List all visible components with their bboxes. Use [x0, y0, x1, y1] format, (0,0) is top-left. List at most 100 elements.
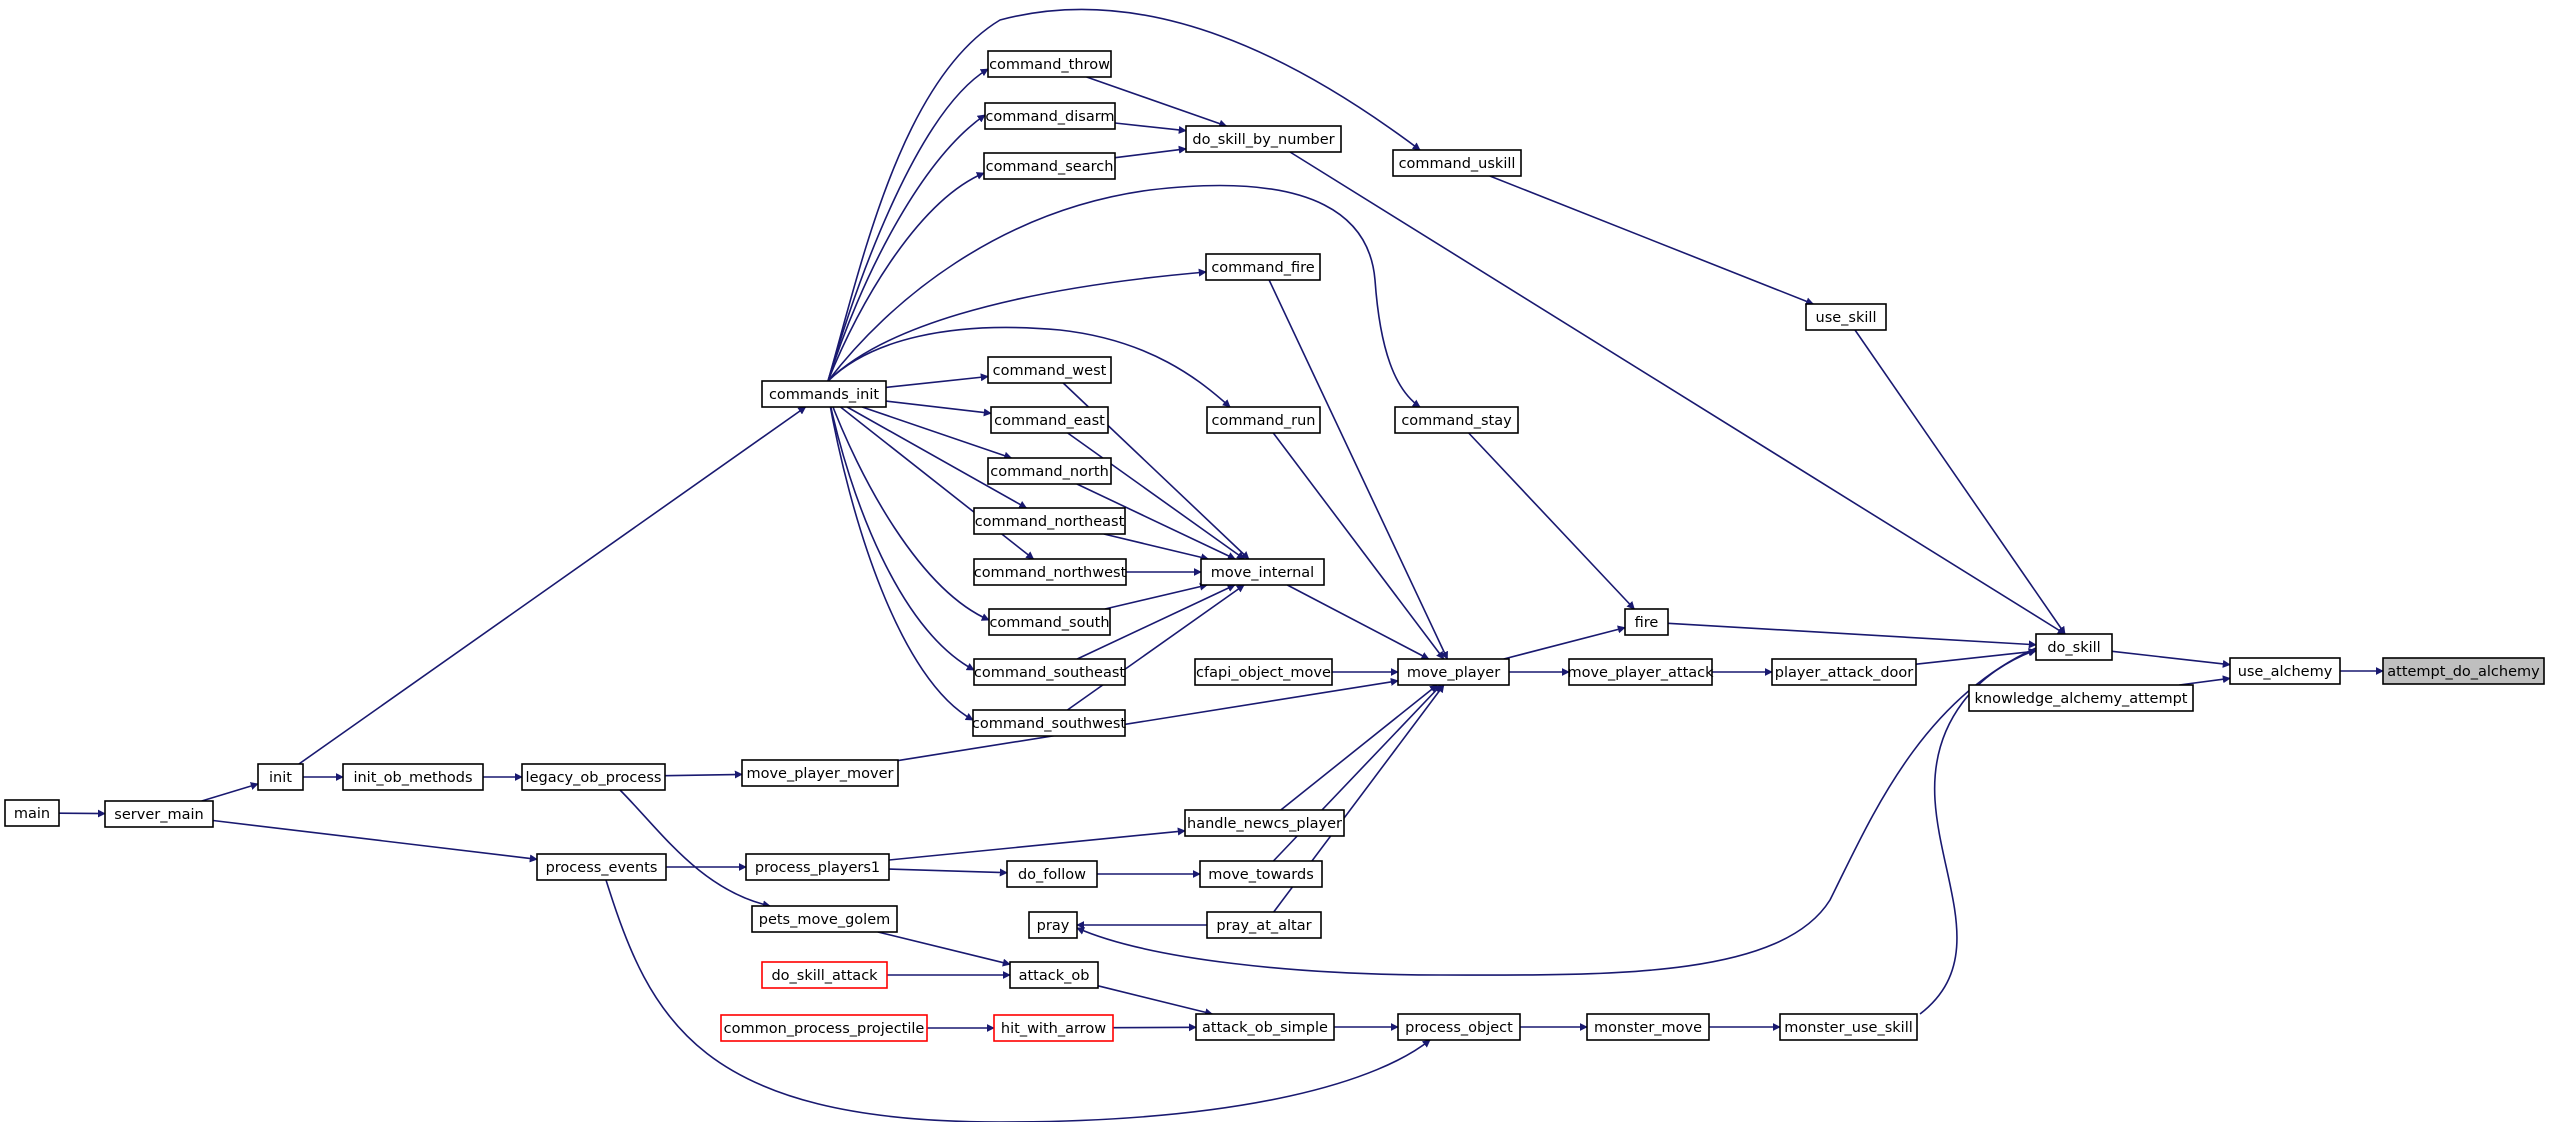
node-process_object[interactable]: process_object [1397, 1013, 1521, 1041]
node-command_uskill[interactable]: command_uskill [1392, 149, 1522, 177]
node-common_process_projectile[interactable]: common_process_projectile [720, 1014, 928, 1042]
node-label: command_northwest [974, 565, 1127, 581]
edge-move_player-to-fire [1503, 625, 1626, 660]
node-use_skill[interactable]: use_skill [1805, 303, 1887, 331]
node-command_stay[interactable]: command_stay [1394, 406, 1519, 434]
node-box [257, 763, 304, 791]
node-command_run[interactable]: command_run [1206, 406, 1321, 434]
edge-commands_init-to-command_stay [827, 184, 1421, 408]
node-move_player_attack[interactable]: move_player_attack [1567, 658, 1714, 686]
node-knowledge_alchemy_attempt[interactable]: knowledge_alchemy_attempt [1968, 684, 2194, 712]
node-move_internal[interactable]: move_internal [1200, 558, 1325, 586]
node-fire[interactable]: fire [1624, 608, 1669, 636]
edge-init-to-commands_init [298, 406, 807, 765]
node-command_throw[interactable]: command_throw [987, 50, 1112, 78]
node-command_east[interactable]: command_east [990, 406, 1109, 434]
node-command_southwest[interactable]: command_southwest [972, 709, 1126, 737]
edge-legacy_ob_process-to-move_player_mover [664, 770, 743, 779]
node-label: process_events [546, 860, 658, 876]
node-label: move_player_attack [1567, 665, 1714, 681]
node-attempt_do_alchemy[interactable]: attempt_do_alchemy [2382, 657, 2545, 685]
node-command_fire[interactable]: command_fire [1205, 253, 1321, 281]
node-attack_ob_simple[interactable]: attack_ob_simple [1195, 1013, 1335, 1041]
node-label: command_northeast [975, 514, 1125, 530]
node-box [741, 759, 899, 787]
edge-player_attack_door-to-do_skill [1915, 647, 2037, 665]
edge-command_search-to-do_skill_by_number [1114, 145, 1187, 159]
edge-move_player_mover-to-move_player [897, 677, 1399, 762]
node-process_events[interactable]: process_events [536, 853, 667, 881]
edge-knowledge_alchemy_attempt-to-use_alchemy [2179, 675, 2231, 686]
edge-server_main-to-init [201, 782, 259, 802]
node-box [1028, 911, 1078, 939]
node-label: command_run [1212, 413, 1316, 429]
node-box [1195, 1013, 1335, 1041]
edge-commands_init-to-command_run [827, 326, 1231, 408]
node-box [973, 658, 1126, 686]
node-init[interactable]: init [257, 763, 304, 791]
node-label: player_attack_door [1775, 665, 1914, 681]
node-move_player_mover[interactable]: move_player_mover [741, 759, 899, 787]
node-pets_move_golem[interactable]: pets_move_golem [751, 905, 898, 933]
edge-command_throw-to-do_skill_by_number [1086, 76, 1228, 128]
node-label: hit_with_arrow [1001, 1021, 1106, 1037]
node-handle_newcs_player[interactable]: handle_newcs_player [1184, 809, 1345, 837]
edge-use_skill-to-do_skill [1854, 329, 2066, 635]
edge-fire-to-do_skill [1667, 622, 2037, 649]
node-label: pets_move_golem [759, 912, 891, 928]
node-pray_at_altar[interactable]: pray_at_altar [1206, 911, 1322, 939]
node-label: command_search [986, 159, 1114, 175]
node-attack_ob[interactable]: attack_ob [1009, 961, 1099, 989]
node-init_ob_methods[interactable]: init_ob_methods [342, 763, 484, 791]
node-server_main[interactable]: server_main [104, 800, 214, 828]
node-command_disarm[interactable]: command_disarm [984, 102, 1116, 130]
node-command_southeast[interactable]: command_southeast [973, 658, 1126, 686]
node-command_northeast[interactable]: command_northeast [973, 507, 1126, 535]
node-command_north[interactable]: command_north [987, 457, 1112, 485]
node-main[interactable]: main [4, 799, 60, 827]
node-box [761, 961, 888, 989]
node-legacy_ob_process[interactable]: legacy_ob_process [521, 763, 666, 791]
node-command_northwest[interactable]: command_northwest [973, 558, 1127, 586]
node-commands_init[interactable]: commands_init [761, 380, 887, 408]
edge-do_skill_by_number-to-do_skill [1289, 151, 2066, 635]
node-process_players1[interactable]: process_players1 [745, 853, 890, 881]
edges-layer [58, 8, 2384, 1122]
node-player_attack_door[interactable]: player_attack_door [1771, 658, 1917, 686]
node-do_skill_by_number[interactable]: do_skill_by_number [1185, 125, 1342, 153]
node-do_skill[interactable]: do_skill [2035, 633, 2113, 661]
node-box [987, 356, 1112, 384]
node-box [761, 380, 887, 408]
node-command_south[interactable]: command_south [988, 608, 1111, 636]
node-label: main [14, 806, 50, 822]
node-pray[interactable]: pray [1028, 911, 1078, 939]
edge-commands_init-to-command_northeast [846, 406, 1028, 509]
node-box [1624, 608, 1669, 636]
node-label: monster_move [1594, 1020, 1702, 1036]
node-command_search[interactable]: command_search [983, 152, 1116, 180]
node-label: attack_ob_simple [1202, 1020, 1328, 1036]
node-label: pray [1037, 918, 1070, 934]
node-use_alchemy[interactable]: use_alchemy [2229, 657, 2341, 685]
node-do_skill_attack[interactable]: do_skill_attack [761, 961, 888, 989]
edge-command_stay-to-fire [1468, 432, 1635, 610]
edge-commands_init-to-command_west [885, 373, 989, 389]
edge-command_disarm-to-do_skill_by_number [1114, 122, 1187, 134]
node-hit_with_arrow[interactable]: hit_with_arrow [993, 1014, 1114, 1042]
node-box [1199, 860, 1323, 888]
node-box [987, 457, 1112, 485]
node-do_follow[interactable]: do_follow [1006, 860, 1098, 888]
node-command_west[interactable]: command_west [987, 356, 1112, 384]
edge-command_run-to-move_player [1272, 432, 1445, 660]
node-label: command_southwest [972, 716, 1126, 732]
node-label: command_east [994, 413, 1105, 429]
node-move_towards[interactable]: move_towards [1199, 860, 1323, 888]
node-cfapi_object_move[interactable]: cfapi_object_move [1194, 658, 1333, 686]
edge-command_southeast-to-move_internal [1076, 584, 1236, 660]
node-label: command_disarm [985, 109, 1114, 125]
node-label: do_skill [2047, 640, 2100, 656]
node-move_player[interactable]: move_player [1397, 658, 1510, 686]
node-monster_use_skill[interactable]: monster_use_skill [1779, 1013, 1918, 1041]
node-label: legacy_ob_process [526, 770, 662, 786]
node-monster_move[interactable]: monster_move [1586, 1013, 1710, 1041]
